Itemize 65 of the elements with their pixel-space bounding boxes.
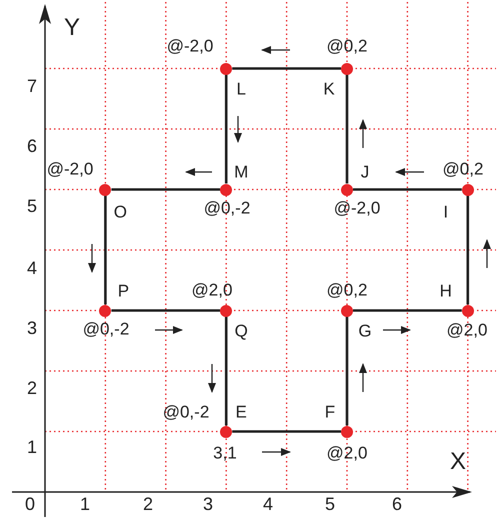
axis-tick-label: 1	[80, 495, 90, 513]
axis-tick-label: 6	[392, 495, 402, 513]
point-letter: H	[440, 282, 452, 299]
point-letter: P	[118, 282, 130, 299]
point-dot	[462, 184, 474, 196]
axis-tick-label: 3	[27, 319, 37, 337]
coordinate-label: @2,0	[326, 444, 368, 462]
point-dot	[220, 426, 232, 438]
point-letter: K	[323, 80, 335, 97]
axis-label: Y	[64, 16, 80, 40]
line-segment	[353, 309, 462, 312]
coordinate-label: @0,2	[442, 160, 484, 178]
coordinate-label: @-2,0	[334, 200, 380, 216]
coordinate-label: @0,2	[326, 282, 368, 298]
point-letter: M	[234, 163, 248, 180]
coordinate-label: @0,-2	[162, 404, 210, 420]
coordinate-label: 3,1	[213, 444, 237, 462]
axis-tick-label: 0	[25, 495, 35, 513]
point-letter: L	[236, 80, 246, 97]
axis-label: X	[450, 450, 466, 474]
axis-tick-label: 1	[27, 438, 37, 456]
point-letter: Q	[234, 322, 248, 339]
axis-tick-label: 7	[27, 77, 37, 95]
line-segment	[104, 196, 107, 304]
point-dot	[341, 184, 353, 196]
line-segment	[224, 74, 228, 184]
point-letter: J	[360, 163, 370, 180]
axis-tick-label: 6	[27, 137, 37, 155]
line-segment	[111, 309, 220, 312]
line-segment	[232, 67, 341, 70]
line-segment	[232, 430, 341, 433]
line-segment	[466, 196, 470, 304]
axis-tick-label: 4	[263, 495, 273, 513]
point-dot	[341, 62, 353, 74]
point-letter: F	[324, 403, 336, 420]
coordinate-label: @-2,0	[166, 38, 214, 54]
point-dot	[220, 304, 232, 316]
coordinate-label: @2,0	[446, 322, 488, 338]
point-dot	[341, 304, 353, 316]
axis-tick-label: 5	[27, 197, 37, 215]
axis-tick-label: 2	[27, 379, 37, 397]
line-segment	[353, 188, 462, 191]
line-segment	[346, 74, 348, 184]
point-dot	[220, 62, 232, 74]
point-dot	[462, 304, 474, 316]
point-letter: O	[114, 203, 127, 220]
line-segment	[346, 316, 348, 426]
point-dot	[220, 184, 232, 196]
coordinate-label: @0,-2	[82, 320, 130, 338]
axis-tick-label: 4	[27, 259, 37, 277]
axis-tick-label: 5	[325, 495, 335, 513]
axis-tick-label: 3	[203, 495, 213, 513]
point-letter: E	[236, 403, 247, 420]
line-segment	[224, 316, 228, 426]
point-letter: G	[358, 322, 372, 339]
point-dot	[99, 184, 112, 196]
point-dot	[341, 426, 353, 438]
coordinate-label: @2,0	[192, 282, 232, 298]
point-letter: I	[443, 203, 448, 220]
axis-tick-label: 2	[143, 495, 153, 513]
line-segment	[111, 188, 220, 191]
coordinate-label: @0,2	[326, 38, 368, 54]
coordinate-label: @0,-2	[204, 200, 250, 216]
coordinate-label: @-2,0	[46, 160, 94, 178]
point-dot	[99, 304, 112, 316]
